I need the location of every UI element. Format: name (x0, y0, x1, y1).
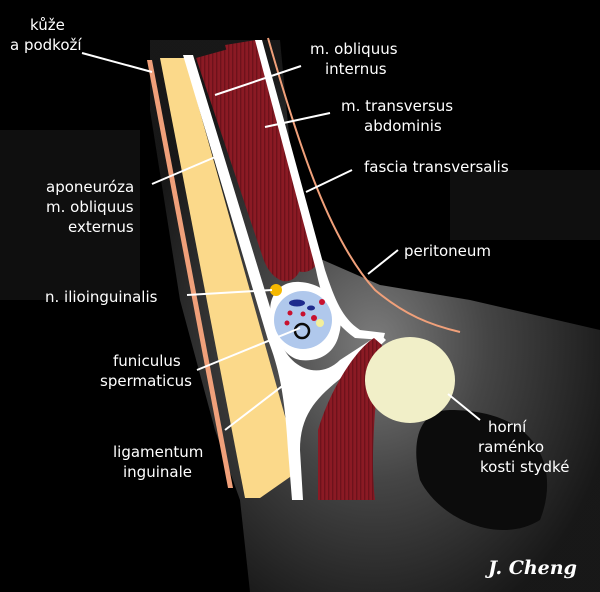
skin-layer (147, 58, 300, 498)
label-funiculus-1: funiculus (113, 352, 181, 370)
label-funiculus-2: spermaticus (100, 372, 192, 390)
label-peritoneum: peritoneum (404, 242, 491, 260)
pubic-bone (365, 337, 455, 423)
peritoneum-line (267, 37, 461, 333)
labels: kůže a podkoží m. obliquus internus m. t… (10, 16, 577, 579)
label-aponeuroza-3: externus (68, 218, 134, 236)
label-aponeuroza-2: m. obliquus (46, 198, 134, 216)
label-obliquus-int-2: internus (325, 60, 387, 78)
label-transversus-2: abdominis (364, 117, 442, 135)
aponeurosis-layer (183, 55, 386, 500)
fascia-transversalis (255, 40, 385, 340)
label-ilioinguinalis: n. ilioinguinalis (45, 288, 158, 306)
muscle-layer (196, 40, 319, 282)
label-fascia: fascia transversalis (364, 158, 509, 176)
label-ligamentum-2: inguinale (123, 463, 192, 481)
label-pubis-1: horní (488, 418, 527, 436)
spermatic-cord (274, 291, 332, 349)
label-ligamentum-1: ligamentum (113, 443, 203, 461)
label-aponeuroza-1: aponeuróza (46, 178, 134, 196)
ilioinguinal-nerve (270, 284, 282, 296)
label-obliquus-int-1: m. obliquus (310, 40, 398, 58)
signature: J. Cheng (485, 557, 577, 579)
label-transversus-1: m. transversus (341, 97, 453, 115)
label-pubis-3: kosti stydké (480, 458, 569, 476)
label-kuze-2: a podkoží (10, 36, 82, 54)
label-pubis-2: raménko (478, 438, 544, 456)
label-kuze-1: kůže (30, 16, 65, 34)
leader-lines (81, 52, 481, 431)
